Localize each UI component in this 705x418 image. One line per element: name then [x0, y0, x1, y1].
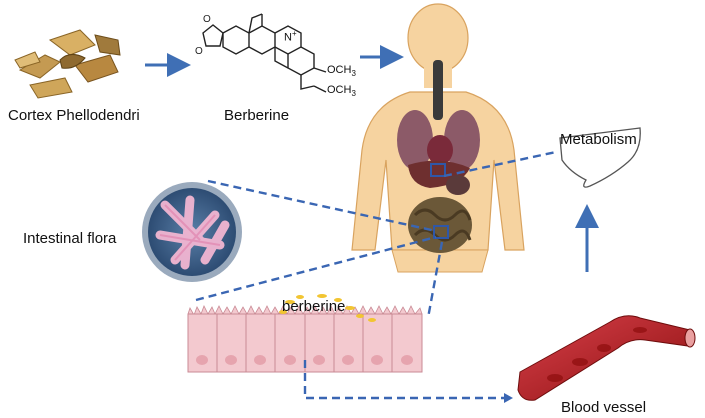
oxygen-bottom-label: O: [195, 46, 203, 57]
methoxy-bottom-label: OCH3: [327, 84, 356, 99]
lumen-compound-label: berberine: [282, 298, 346, 315]
flora-label: Intestinal flora: [23, 230, 117, 247]
nitrogen-label: N+: [284, 29, 297, 44]
source-label: Cortex Phellodendri: [8, 107, 140, 124]
vessel-label: Blood vessel: [561, 399, 647, 416]
metabolism-label: Metabolism: [560, 131, 637, 148]
oxygen-top-label: O: [203, 14, 211, 25]
cortex-phellodendri-image: [14, 29, 121, 99]
methoxy-top-label: OCH3: [327, 64, 356, 79]
intestinal-flora-image: [142, 182, 242, 282]
liver-outline-icon: [559, 127, 641, 188]
blood-vessel-image: [517, 315, 696, 401]
dashed-connectors: [195, 150, 557, 400]
arrow-to-blood-vessel: [504, 393, 513, 403]
human-body-image: [351, 3, 525, 273]
berberine-structure: [202, 13, 327, 93]
compound-label: Berberine: [224, 107, 290, 124]
charge-label: +: [291, 29, 297, 38]
